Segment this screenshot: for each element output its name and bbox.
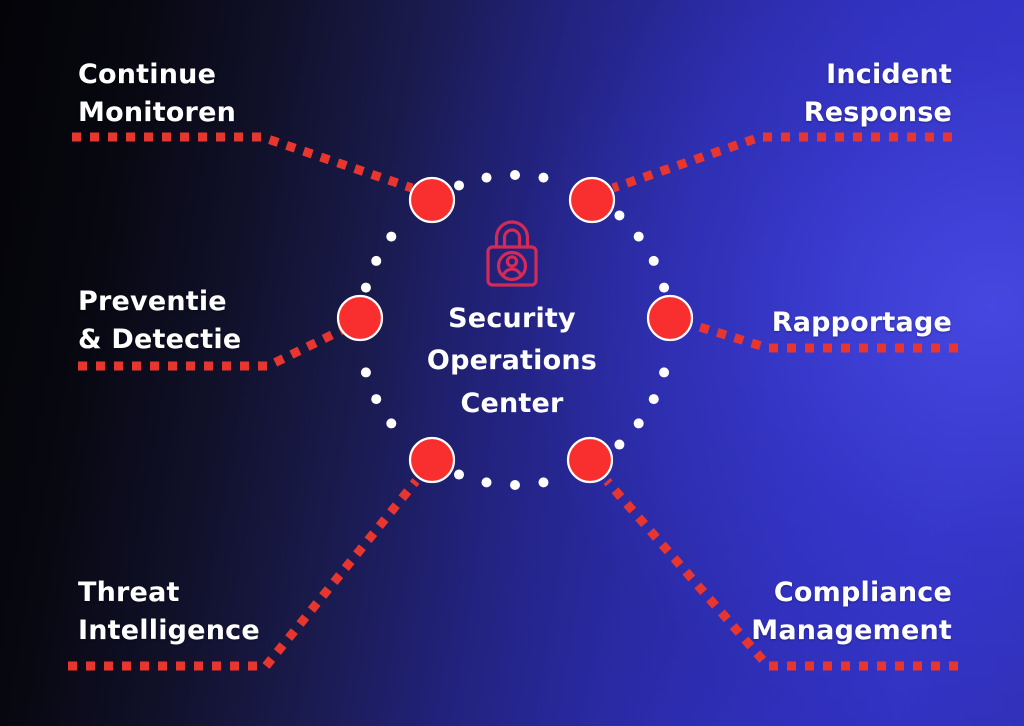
node-preventie-detectie[interactable] <box>336 294 384 342</box>
connector-threat-intelligence <box>68 478 420 671</box>
connector-continue-monitoren <box>72 132 414 193</box>
label-rapportage[interactable]: Rapportage <box>771 307 952 338</box>
connector-rapportage <box>691 320 958 353</box>
ring-dot <box>371 255 382 266</box>
ring-dot <box>454 469 465 480</box>
ring-dot <box>360 282 371 293</box>
ring-dot <box>648 394 659 405</box>
ring-dot <box>538 477 549 488</box>
ring-dot <box>510 480 520 490</box>
node-incident-response[interactable] <box>568 176 616 224</box>
ring-dot <box>510 170 520 180</box>
ring-dot <box>481 477 492 488</box>
connector-lines <box>68 132 958 671</box>
connector-incident-response <box>611 132 952 193</box>
ring-dot <box>360 367 371 378</box>
ring-dot <box>481 172 492 183</box>
ring-dot <box>648 255 659 266</box>
ring-dot <box>386 231 397 242</box>
ring-dot <box>659 367 670 378</box>
label-threat-intelligence[interactable]: Threat Intelligence <box>78 577 260 647</box>
label-compliance-management[interactable]: Compliance Management <box>751 577 952 647</box>
node-continue-monitoren[interactable] <box>408 176 456 224</box>
ring-dot <box>659 282 670 293</box>
ring-dot <box>386 418 397 429</box>
ring-dot <box>454 180 465 191</box>
label-continue-monitoren[interactable]: Continue Monitoren <box>78 59 236 129</box>
node-circles <box>336 176 694 484</box>
label-preventie-detectie[interactable]: Preventie & Detectie <box>78 286 242 356</box>
ring-dot <box>633 231 644 242</box>
node-threat-intelligence[interactable] <box>408 436 456 484</box>
node-rapportage[interactable] <box>646 294 694 342</box>
ring-dot <box>633 418 644 429</box>
label-incident-response[interactable]: Incident Response <box>803 59 952 129</box>
dotted-ring <box>360 170 670 490</box>
ring-dot <box>371 394 382 405</box>
ring-dot <box>614 210 625 221</box>
ring-dot <box>614 439 625 450</box>
node-compliance-mgmt[interactable] <box>566 436 614 484</box>
ring-dot <box>538 172 549 183</box>
